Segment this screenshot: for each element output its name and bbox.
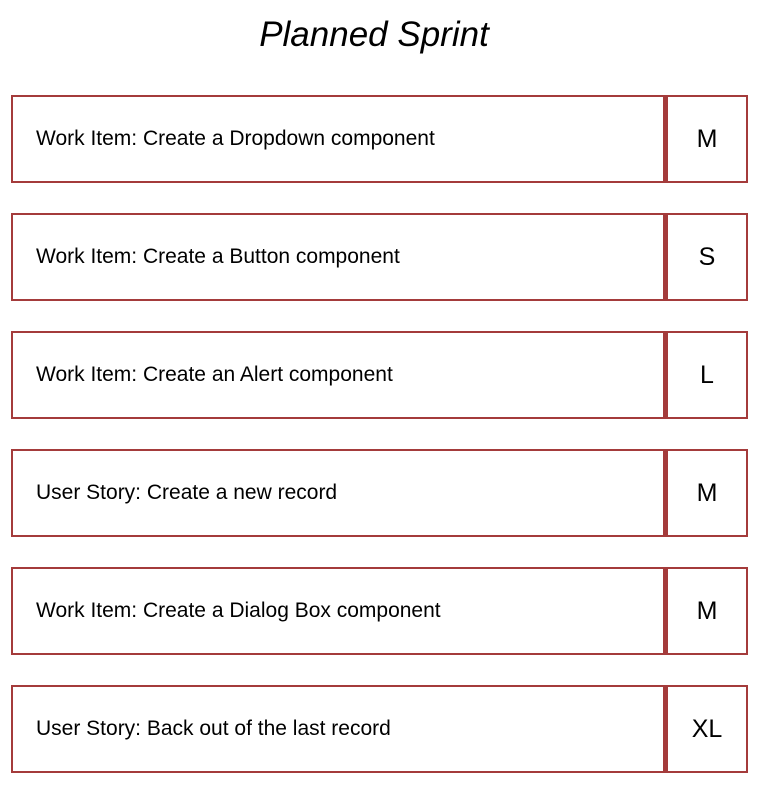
- sprint-card: Work Item: Create an Alert component L: [11, 331, 748, 419]
- card-divider: [663, 215, 668, 299]
- card-size-badge: XL: [691, 714, 723, 743]
- card-label: Work Item: Create a Button component: [36, 245, 400, 268]
- card-label: Work Item: Create a Dropdown component: [36, 127, 435, 150]
- card-size-badge: L: [700, 360, 714, 389]
- sprint-card: Work Item: Create a Dialog Box component…: [11, 567, 748, 655]
- sprint-card: User Story: Back out of the last record …: [11, 685, 748, 773]
- card-divider: [663, 97, 668, 181]
- card-divider: [663, 451, 668, 535]
- card-label: Work Item: Create a Dialog Box component: [36, 599, 441, 622]
- card-size-badge: M: [696, 478, 718, 507]
- sprint-card: Work Item: Create a Button component S: [11, 213, 748, 301]
- card-label: User Story: Create a new record: [36, 481, 338, 504]
- card-label: Work Item: Create an Alert component: [36, 363, 393, 386]
- card-label: User Story: Back out of the last record: [36, 717, 391, 740]
- sprint-card: User Story: Create a new record M: [11, 449, 748, 537]
- sprint-board: Planned Sprint Work Item: Create a Dropd…: [0, 14, 764, 804]
- card-divider: [663, 687, 668, 771]
- page-title: Planned Sprint: [259, 15, 489, 54]
- card-divider: [663, 569, 668, 653]
- card-size-badge: M: [696, 596, 718, 625]
- card-size-badge: M: [696, 124, 718, 153]
- card-divider: [663, 333, 668, 417]
- card-list: Work Item: Create a Dropdown component M…: [11, 95, 748, 773]
- sprint-card: Work Item: Create a Dropdown component M: [11, 95, 748, 183]
- card-size-badge: S: [698, 242, 716, 271]
